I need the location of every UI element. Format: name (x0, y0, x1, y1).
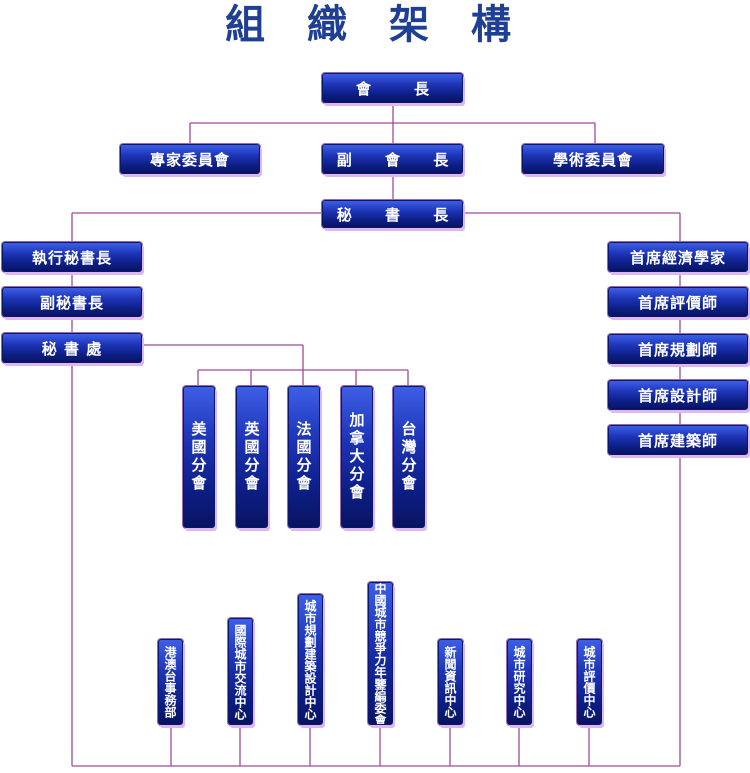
city-evaluation-center-box: 城市評價中心 (577, 639, 602, 725)
academic-committee-box: 學術委員會 (522, 144, 664, 174)
branch-usa-box: 美國分會 (183, 386, 215, 528)
competitiveness-yearbook-committee-box: 中國城市競爭力年鑒編委會 (368, 582, 393, 725)
chief-economist-box: 首席經濟學家 (608, 242, 748, 272)
president-box: 會 長 (322, 73, 463, 103)
branch-canada-box: 加拿大分會 (341, 386, 373, 528)
expert-committee-box: 專家委員會 (120, 144, 260, 174)
branch-france-box: 法國分會 (288, 386, 320, 528)
chief-designer-box: 首席設計師 (608, 380, 748, 410)
executive-secretary-general-box: 執行秘書長 (2, 242, 142, 272)
secretary-general-box: 秘 書 長 (322, 200, 463, 228)
branch-taiwan-box: 台灣分會 (393, 386, 425, 528)
page-title: 組 織 架 構 (225, 1, 525, 48)
city-research-center-box: 城市研究中心 (507, 639, 532, 725)
deputy-secretary-general-box: 副秘書長 (2, 287, 142, 317)
branch-uk-box: 英國分會 (236, 386, 268, 528)
chief-architect-box: 首席建築師 (608, 425, 748, 455)
news-information-center-box: 新聞資訊中心 (438, 639, 463, 725)
chief-appraiser-box: 首席評價師 (608, 287, 748, 317)
secretariat-box: 秘 書 處 (2, 333, 142, 363)
chief-planner-box: 首席規劃師 (608, 334, 748, 364)
intl-city-exchange-center-box: 國際城市交流中心 (228, 618, 253, 725)
urban-planning-design-center-box: 城市規劃建築設計中心 (298, 594, 323, 725)
vice-president-box: 副 會 長 (322, 144, 463, 174)
hk-macau-taiwan-affairs-box: 港澳台事務部 (158, 639, 183, 725)
